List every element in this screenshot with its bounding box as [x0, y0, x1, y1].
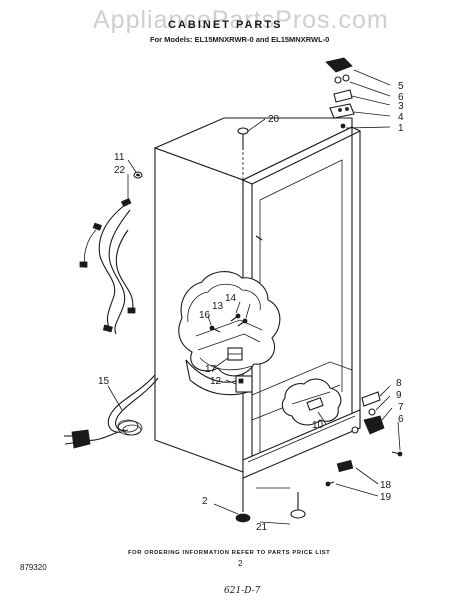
document-code: 879320: [20, 563, 47, 572]
part-22-wire-harness: [79, 197, 136, 335]
callout-2: 2: [202, 496, 208, 507]
callout-12: 12: [210, 376, 222, 387]
callout-13: 13: [212, 301, 224, 312]
callout-22: 22: [114, 165, 126, 176]
callout-20: 20: [268, 114, 280, 125]
leader-lines: [107, 69, 401, 525]
callout-5: 5: [398, 81, 404, 92]
callout-15: 15: [98, 376, 110, 387]
callout-18: 18: [380, 480, 392, 491]
leveling-legs: [235, 478, 306, 523]
callout-10: 10: [312, 420, 324, 431]
ordering-note: FOR ORDERING INFORMATION REFER TO PARTS …: [128, 550, 330, 556]
part-18-bracket: [325, 459, 354, 487]
callout-3: 3: [398, 101, 404, 112]
callout-4: 4: [398, 112, 404, 123]
page-number: 2: [238, 559, 243, 568]
part-11-grommet: [133, 171, 143, 179]
callout-17: 17: [205, 364, 217, 375]
callout-labels: 5 6 3 4 1 20 11 22 14 13 16 17 12 15 8 9…: [98, 81, 404, 533]
callout-6b: 6: [398, 414, 404, 425]
diagram-subtitle: For Models: EL15MNXRWR-0 and EL15MNXRWL-…: [150, 35, 329, 44]
handwritten-code: 621-D-7: [224, 586, 261, 596]
diagram-title: CABINET PARTS: [168, 19, 282, 31]
watermark: AppliancePartsPros.com: [93, 6, 389, 34]
callout-1: 1: [398, 123, 404, 134]
callout-8: 8: [396, 378, 402, 389]
callout-9: 9: [396, 390, 402, 401]
callout-16: 16: [199, 310, 211, 321]
callout-21: 21: [256, 522, 268, 533]
callout-11: 11: [114, 152, 125, 163]
top-hinge-assembly: [325, 57, 355, 119]
callout-7: 7: [398, 402, 404, 413]
lower-hinge-hardware: [351, 391, 403, 457]
callout-14: 14: [225, 293, 237, 304]
callout-19: 19: [380, 492, 392, 503]
part-15-power-cord: [64, 374, 159, 449]
callout-6: 6: [398, 92, 404, 103]
rear-cutout-view: [178, 271, 342, 426]
